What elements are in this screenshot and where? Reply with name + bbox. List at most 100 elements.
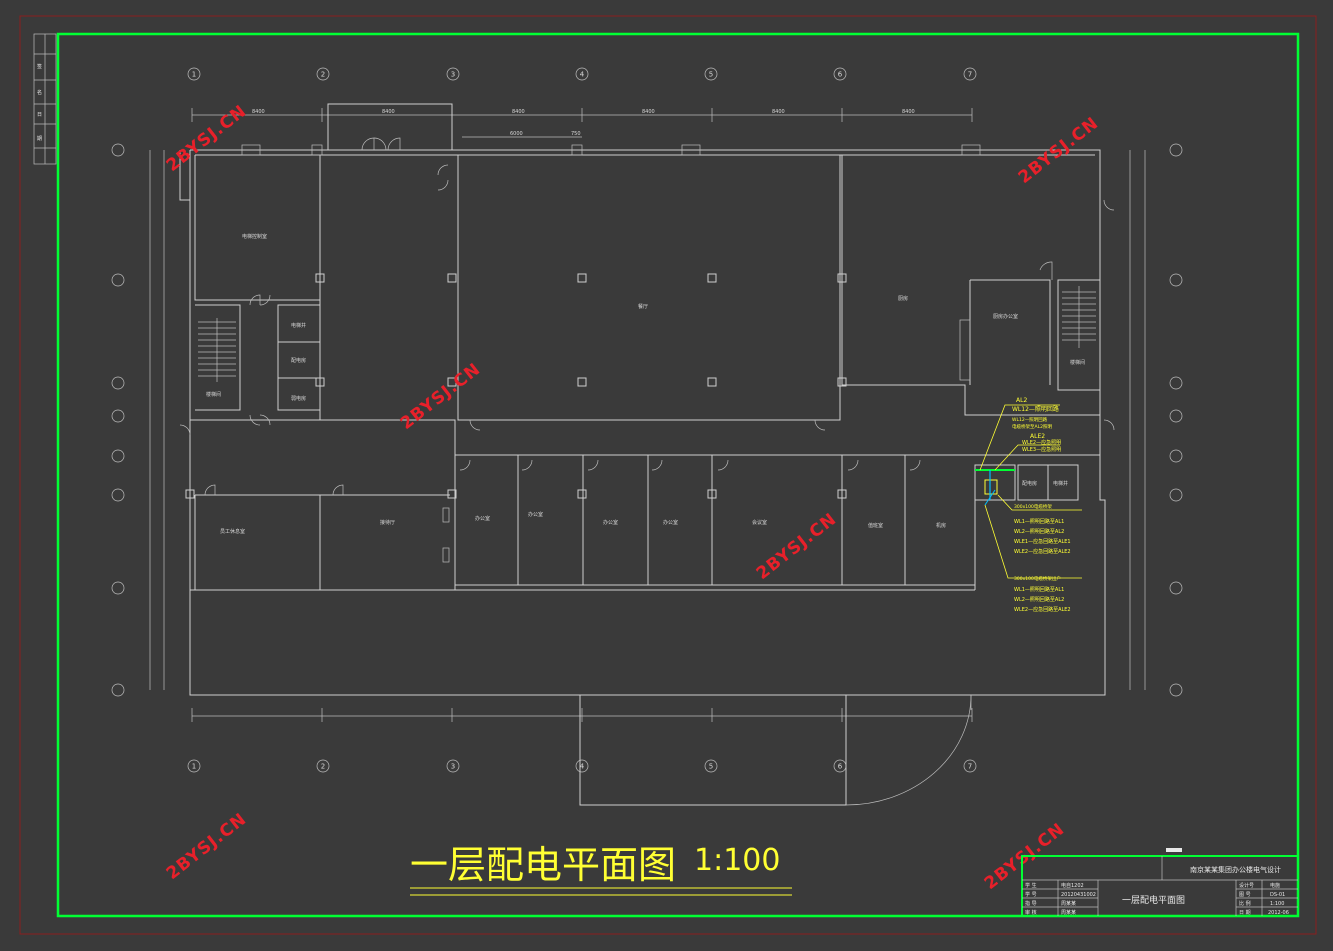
panel-al2-label: AL2	[1016, 397, 1027, 404]
grid-row-left-bubble	[111, 376, 125, 390]
room-label: 电梯井	[1053, 480, 1068, 487]
dim-sub: 6000	[510, 131, 523, 137]
room-label: 值班室	[868, 522, 883, 529]
grid-row-left-bubble	[111, 488, 125, 502]
grid-column-bottom-label: 6	[838, 763, 843, 771]
room-label: 楼梯间	[206, 391, 221, 398]
grid-column-bottom-label: 7	[968, 763, 972, 771]
grid-column-top-bubble	[316, 67, 330, 81]
room-label: 电梯控制室	[242, 233, 267, 240]
tb-cell: 学 生	[1025, 882, 1037, 889]
grid-column-top-label: 2	[321, 71, 325, 79]
annotation-line: WL2—照明回路至AL2	[1014, 596, 1064, 603]
annotation-line: WLE2—应急照明	[1022, 439, 1061, 446]
room-label: 办公室	[663, 519, 678, 526]
room-label: 配电房	[1022, 480, 1037, 487]
grid-row-left-bubble	[111, 581, 125, 595]
panel-ale2-label: ALE2	[1030, 433, 1045, 440]
room-label: 办公室	[475, 515, 490, 522]
grid-column-bottom-label: 4	[580, 763, 585, 771]
grid-column-bottom-bubble	[575, 759, 589, 773]
side-label-3: 期	[37, 136, 42, 142]
room-label: 餐厅	[638, 303, 648, 310]
room-label: 弱电房	[291, 395, 306, 402]
room-label: 厨房办公室	[993, 313, 1018, 320]
grid-column-top-label: 5	[709, 71, 713, 79]
room-label: 楼梯间	[1070, 359, 1085, 366]
grid-column-top-label: 1	[192, 71, 196, 79]
tb-cell: 周某某	[1061, 901, 1076, 907]
side-label-2: 日	[37, 112, 42, 118]
title-block: 南京某某集团办公楼电气设计 一层配电平面图 学 生 电自1202 设计号 电施 …	[1021, 848, 1299, 917]
tb-cell: 学 号	[1025, 891, 1037, 898]
annotation-line: WL1—照明回路至AL1	[1014, 518, 1064, 525]
grid-column-top-label: 6	[838, 71, 843, 79]
dim-top-6: 8400	[902, 109, 915, 115]
tb-cell: 1:100	[1270, 901, 1284, 907]
tb-cell: 图 号	[1239, 892, 1251, 898]
grid-row-left-bubble	[111, 273, 125, 287]
annotation-line: 300x100电缆桥架出户	[1014, 575, 1061, 582]
grid-column-top-bubble	[575, 67, 589, 81]
grid-column-bottom-bubble	[963, 759, 977, 773]
annotation-line: WL1—照明回路至AL1	[1014, 586, 1064, 593]
tb-cell: 设计号	[1239, 882, 1254, 889]
dim-top-2: 8400	[382, 109, 395, 115]
grid-row-right-bubble	[1169, 683, 1183, 697]
annotation-line: WLE2—应急回路至ALE2	[1014, 548, 1071, 555]
dim-top-3: 8400	[512, 109, 525, 115]
grid-column-bottom-bubble	[446, 759, 460, 773]
dim-top-5: 8400	[772, 109, 785, 115]
drawing-frame	[56, 32, 1300, 918]
grid-row-left-bubble	[111, 683, 125, 697]
project-name: 南京某某集团办公楼电气设计	[1190, 865, 1281, 874]
room-label: 配电房	[291, 357, 306, 364]
grid-row-right-bubble	[1169, 143, 1183, 157]
outer-sheet-border	[19, 15, 1317, 935]
side-label-0: 签	[37, 63, 42, 70]
annotation-line: WL12—照明回路	[1012, 416, 1048, 423]
grid-row-right-bubble	[1169, 273, 1183, 287]
tb-cell: 20120431002	[1061, 892, 1096, 898]
grid-column-bottom-label: 2	[321, 763, 325, 771]
grid-column-bottom-label: 5	[709, 763, 713, 771]
tb-cell: 电施	[1270, 882, 1280, 889]
grid-column-top-bubble	[446, 67, 460, 81]
top-dimension-line: 8400 8400 8400 8400 8400 8400 6000 750	[191, 108, 973, 138]
electrical-annotations: AL2 WL12—照明回路 WL12—照明回路 电缆桥架至AL2照明 ALE2 …	[975, 397, 1082, 613]
room-labels: 电梯控制室 电梯井 配电房 弱电房 楼梯间 餐厅 厨房 厨房办公室 楼梯间 员工…	[206, 233, 1085, 535]
annotation-line: WLE1—应急回路至ALE1	[1014, 538, 1071, 545]
binding-strip: 签 名 日 期	[33, 33, 57, 165]
annotation-line: WLE3—应急照明	[1022, 446, 1061, 453]
grid-column-bottom-bubble	[316, 759, 330, 773]
dim-top-4: 8400	[642, 109, 655, 115]
grid-column-bottom-bubble	[187, 759, 201, 773]
floor-plan-walls	[179, 103, 1115, 806]
watermark: 2BYSJ.CN	[1015, 113, 1103, 188]
grid-column-bottom-bubble	[704, 759, 718, 773]
watermarks: 2BYSJ.CN 2BYSJ.CN 2BYSJ.CN 2BYSJ.CN 2BYS…	[163, 101, 1103, 894]
room-label: 电梯井	[291, 322, 306, 329]
dim-top-1: 8400	[252, 109, 265, 115]
room-label: 办公室	[528, 511, 543, 518]
grid-rows	[111, 143, 1183, 697]
bottom-dimension-line	[191, 708, 973, 722]
grid-column-bottom-label: 1	[192, 763, 196, 771]
tb-cell: 日 期	[1239, 910, 1251, 916]
room-label: 员工休息室	[220, 528, 245, 535]
grid-column-top-bubble	[833, 67, 847, 81]
room-label: 厨房	[898, 295, 908, 302]
grid-column-bottom-label: 3	[451, 763, 455, 771]
grid-column-top-label: 7	[968, 71, 972, 79]
watermark: 2BYSJ.CN	[397, 359, 485, 434]
annotation-line: WL12—照明回路	[1012, 405, 1059, 413]
grid-column-top-bubble	[704, 67, 718, 81]
tb-cell: 电自1202	[1061, 882, 1084, 889]
tb-cell: DS-01	[1270, 892, 1285, 898]
tb-cell: 2012-06	[1268, 910, 1289, 916]
tb-cell: 比 例	[1239, 900, 1251, 907]
grid-row-right-bubble	[1169, 581, 1183, 595]
grid-row-left-bubble	[111, 143, 125, 157]
